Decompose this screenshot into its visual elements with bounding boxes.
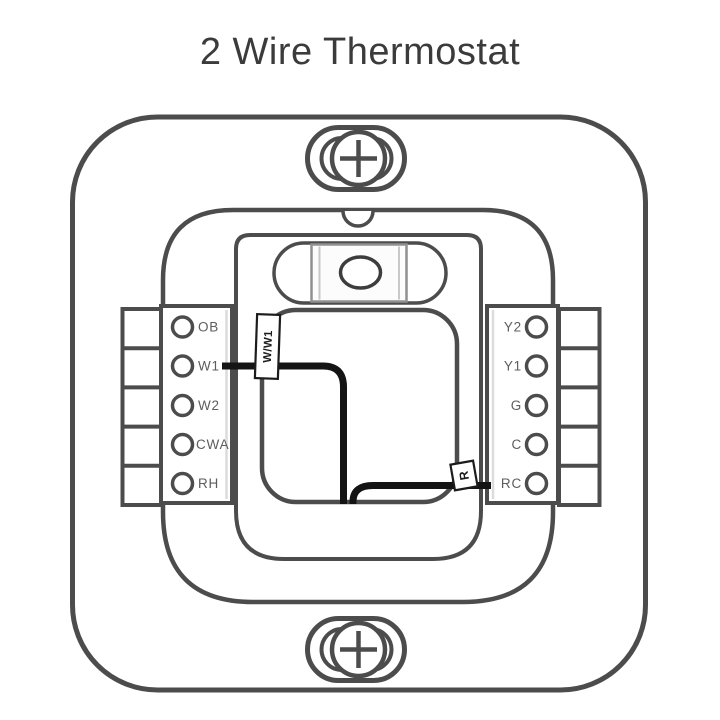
terminal-screw-cwa [170, 432, 195, 457]
terminal-screw-rh [170, 471, 195, 496]
terminal-label-c: C [511, 437, 522, 452]
terminal-label-w2: W2 [198, 398, 220, 413]
wire-tag-r-label: R [456, 470, 471, 482]
wire-window-outline [259, 307, 460, 505]
terminal-label-g: G [511, 398, 522, 413]
wiring [222, 362, 491, 504]
terminal-screw-y1 [524, 354, 549, 378]
left-terminal-face [159, 304, 234, 505]
connector-socket [338, 255, 383, 290]
connector-slot [272, 241, 448, 305]
terminal-screw-ob [170, 315, 195, 339]
terminal-screw-c [524, 432, 549, 457]
left-terminal-block: OB W1 W2 CWA RH [120, 304, 234, 507]
terminal-label-ob: OB [198, 320, 219, 335]
terminal-label-y2: Y2 [504, 320, 522, 335]
wire-tag-r: R [449, 459, 479, 492]
wire-tag-w1-label: W/W1 [262, 330, 275, 363]
terminal-screw-y2 [524, 315, 549, 339]
left-wire-clamp-comb [120, 307, 165, 507]
wire-tag-w1: W/W1 [253, 312, 282, 381]
bottom-mounting-screw-icon [305, 616, 407, 683]
terminal-label-rc: RC [501, 476, 522, 491]
top-notch [341, 210, 375, 228]
terminal-label-w1: W1 [198, 359, 220, 374]
right-wire-clamp-comb [557, 307, 602, 507]
terminal-label-y1: Y1 [504, 359, 522, 374]
right-terminal-block: Y2 Y1 G C RC [485, 304, 602, 507]
terminal-screw-w1 [170, 354, 195, 378]
r-wire [349, 482, 491, 504]
page-title: 2 Wire Thermostat [200, 31, 520, 73]
terminal-label-rh: RH [198, 476, 219, 491]
terminal-screw-rc [524, 471, 549, 496]
terminal-label-cwa: CWA [196, 437, 229, 452]
top-mounting-screw-icon [305, 125, 407, 192]
terminal-screw-g [524, 393, 549, 418]
w-wire [222, 362, 347, 504]
terminal-screw-w2 [170, 393, 195, 418]
